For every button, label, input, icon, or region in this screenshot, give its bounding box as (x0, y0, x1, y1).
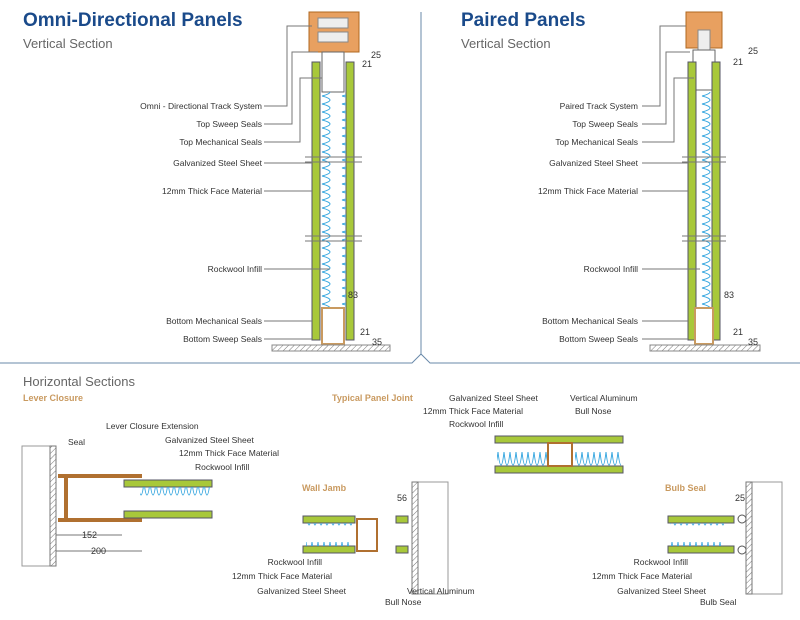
label: Bottom Mechanical Seals (542, 316, 638, 326)
label: Rockwool Infill (267, 557, 322, 567)
wall-jamb-heading: Wall Jamb (302, 483, 347, 493)
label: Paired Track System (559, 101, 638, 111)
bulb-seal-heading: Bulb Seal (665, 483, 707, 493)
dim: 25 (735, 493, 746, 503)
section-divider (0, 12, 800, 364)
label: 12mm Thick Face Material (592, 571, 692, 581)
label: Galvanized Steel Sheet (173, 158, 262, 168)
dim: 35 (748, 337, 759, 347)
dim: 21 (360, 327, 371, 337)
dim: 83 (348, 290, 359, 300)
lever-closure-section (21, 445, 213, 567)
dim: 21 (733, 57, 744, 67)
dim: 35 (372, 337, 383, 347)
lever-closure-heading: Lever Closure (23, 393, 84, 403)
dim: 56 (397, 493, 408, 503)
label: Rockwool Infill (207, 264, 262, 274)
label: Bottom Sweep Seals (183, 334, 262, 344)
label: 12mm Thick Face Material (179, 448, 279, 458)
left-vertical-section (264, 11, 391, 352)
dim: 21 (362, 59, 373, 69)
label: Galvanized Steel Sheet (617, 586, 706, 596)
dim: 25 (748, 46, 759, 56)
bulb-seal-section (667, 481, 783, 595)
label: Bottom Sweep Seals (559, 334, 638, 344)
label: 12mm Thick Face Material (162, 186, 262, 196)
label: Top Mechanical Seals (179, 137, 262, 147)
label: 12mm Thick Face Material (232, 571, 332, 581)
panel-joint-section (494, 435, 624, 474)
dim: 83 (724, 290, 735, 300)
dim: 25 (371, 50, 382, 60)
label: Galvanized Steel Sheet (549, 158, 638, 168)
label: 12mm Thick Face Material (538, 186, 638, 196)
label: Rockwool Infill (633, 557, 688, 567)
right-title: Paired Panels (461, 10, 586, 31)
label: Galvanized Steel Sheet (257, 586, 346, 596)
horizontal-title: Horizontal Sections (23, 374, 135, 389)
label: Bull Nose (385, 597, 422, 607)
label: Rockwool Infill (195, 462, 250, 472)
right-subtitle: Vertical Section (461, 36, 551, 51)
label: Seal (68, 437, 86, 447)
left-subtitle: Vertical Section (23, 36, 113, 51)
label: Top Sweep Seals (572, 119, 638, 129)
label: Vertical Aluminum (407, 586, 475, 596)
dim: 152 (82, 530, 98, 540)
label: Bulb Seal (700, 597, 737, 607)
right-vertical-section (642, 11, 761, 352)
label: Bull Nose (575, 406, 612, 416)
left-title: Omni-Directional Panels (23, 10, 243, 31)
label: Rockwool Infill (583, 264, 638, 274)
label: Lever Closure Extension (106, 421, 199, 431)
panel-joint-heading: Typical Panel Joint (332, 393, 413, 403)
dim: 21 (733, 327, 744, 337)
dim: 200 (91, 546, 107, 556)
label: Bottom Mechanical Seals (166, 316, 262, 326)
label: Rockwool Infill (449, 419, 504, 429)
label: Omni - Directional Track System (140, 101, 262, 111)
label: Top Mechanical Seals (555, 137, 638, 147)
label: Galvanized Steel Sheet (449, 393, 538, 403)
label: Vertical Aluminum (570, 393, 638, 403)
label: Galvanized Steel Sheet (165, 435, 254, 445)
wall-jamb-section (302, 481, 449, 595)
label: Top Sweep Seals (196, 119, 262, 129)
label: 12mm Thick Face Material (423, 406, 523, 416)
